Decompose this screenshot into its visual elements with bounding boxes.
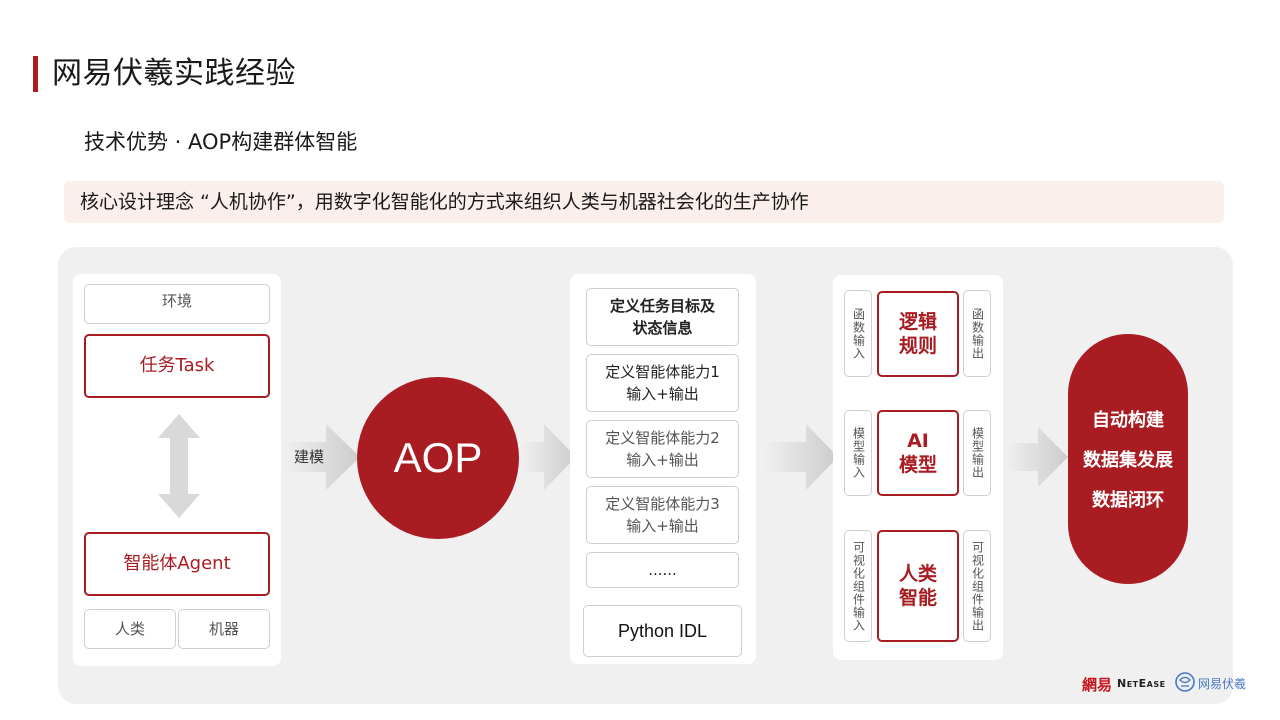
visual-component-output-box: 可视化组件输出 [963,530,991,642]
more-capabilities-box: ...... [586,552,739,588]
function-input-box: 函数输入 [844,290,872,377]
concept-banner: 核心设计理念 “人机协作”，用数字化智能化的方式来组织人类与机器社会化的生产协作 [64,181,1224,223]
netease-logo-en: NetEase [1117,677,1166,690]
fuxi-logo-icon [1175,672,1195,692]
machine-box: 机器 [178,609,270,649]
result-capsule: 自动构建 数据集发展 数据闭环 [1068,334,1188,584]
function-output-box: 函数输出 [963,290,991,377]
capability-2-box: 定义智能体能力2 输入+输出 [586,420,739,478]
aop-circle: AOP [357,377,519,539]
logic-rule-box: 逻辑 规则 [877,291,959,377]
visual-component-input-box: 可视化组件输入 [844,530,872,642]
environment-box: 环境 [84,284,270,324]
netease-logo-cn: 網易 [1082,676,1113,694]
double-arrow-icon [158,414,200,518]
fuxi-logo-text: 网易伏羲 [1198,677,1247,691]
right-arrow-icon [1004,427,1068,487]
task-box: 任务Task [84,334,270,398]
result-line-dataset: 数据集发展 [1083,450,1173,471]
human-intelligence-box: 人类 智能 [877,530,959,642]
result-line-auto-build: 自动构建 [1092,410,1164,431]
page-subtitle: 技术优势 · AOP构建群体智能 [84,130,358,154]
model-input-box: 模型输入 [844,410,872,496]
ai-model-box: AI 模型 [877,410,959,496]
task-definition-box: 定义任务目标及 状态信息 [586,288,739,346]
result-line-closed-loop: 数据闭环 [1092,490,1164,511]
title-accent-bar [33,56,38,92]
page-title: 网易伏羲实践经验 [52,56,296,91]
right-arrow-icon [520,424,576,490]
capability-1-box: 定义智能体能力1 输入+输出 [586,354,739,412]
agent-box: 智能体Agent [84,532,270,596]
python-idl-box: Python IDL [583,605,742,657]
right-arrow-icon [284,424,360,490]
human-box: 人类 [84,609,176,649]
model-output-box: 模型输出 [963,410,991,496]
capability-3-box: 定义智能体能力3 输入+输出 [586,486,739,544]
modeling-label: 建模 [294,448,325,466]
right-arrow-icon [764,424,838,490]
